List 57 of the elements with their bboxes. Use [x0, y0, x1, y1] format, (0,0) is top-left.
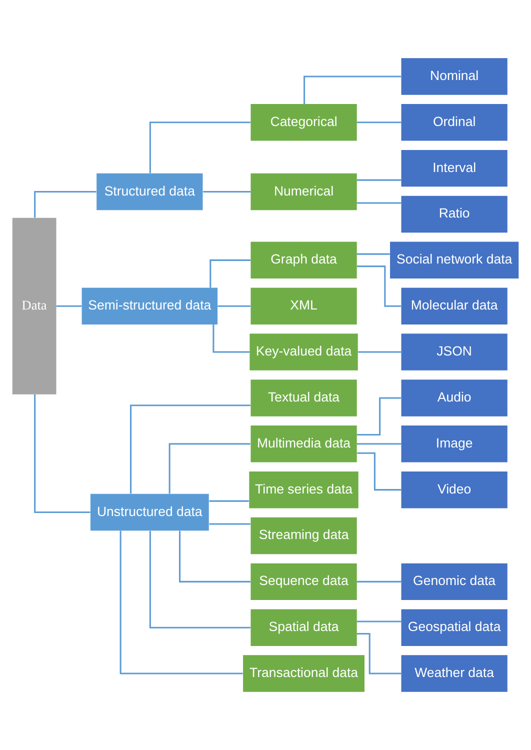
node-box: Weather data [401, 655, 508, 692]
connector [356, 122, 402, 124]
connector [356, 620, 402, 622]
node-box: Key-valued data [250, 334, 358, 370]
connector [149, 530, 250, 628]
node-box: Unstructured data [90, 494, 209, 531]
connector [149, 122, 250, 174]
node-box: Transactional data [243, 655, 364, 692]
connector [212, 324, 250, 353]
node-box: Molecular data [401, 288, 508, 324]
connector [179, 530, 250, 582]
node-box: Ratio [401, 196, 508, 233]
connector [218, 305, 250, 307]
connector [56, 305, 82, 307]
node-box: Audio [401, 380, 508, 416]
node-box: Semi-structured data [82, 288, 218, 324]
connector [203, 191, 251, 193]
connector [357, 397, 401, 436]
connector [356, 580, 402, 582]
node-box: JSON [401, 334, 508, 370]
node-box: Interval [401, 150, 508, 187]
connector [356, 202, 402, 204]
node-box: Graph data [250, 242, 357, 279]
node-box: Textual data [250, 380, 357, 416]
connector [168, 443, 250, 494]
connector [34, 394, 90, 514]
node-box: Geospatial data [401, 609, 508, 646]
node-box: Sequence data [250, 563, 357, 600]
connector [357, 266, 402, 307]
connector [357, 452, 402, 491]
node-box: Genomic data [401, 563, 508, 600]
node-box: Categorical [250, 104, 357, 141]
connector [130, 404, 250, 494]
node-box: Video [401, 471, 508, 508]
connector [356, 253, 390, 255]
connector [209, 500, 249, 502]
node-box: Image [401, 426, 508, 462]
node-box: Nominal [401, 58, 508, 95]
connector [304, 76, 401, 104]
connector [358, 351, 402, 353]
connector [356, 179, 402, 181]
connector [356, 632, 402, 674]
node-box: Data [12, 218, 56, 394]
node-box: Multimedia data [250, 426, 357, 462]
node-box: XML [250, 288, 357, 324]
node-box: Social network data [390, 242, 519, 279]
node-box: Structured data [96, 173, 203, 210]
connector [209, 523, 250, 525]
node-box: Ordinal [401, 104, 508, 141]
connector [34, 191, 96, 218]
connector [356, 443, 402, 445]
node-box: Numerical [250, 173, 357, 210]
node-box: Time series data [249, 471, 358, 508]
connector [120, 530, 243, 674]
node-box: Streaming data [250, 517, 357, 554]
node-box: Spatial data [250, 609, 357, 646]
connector [210, 259, 251, 288]
